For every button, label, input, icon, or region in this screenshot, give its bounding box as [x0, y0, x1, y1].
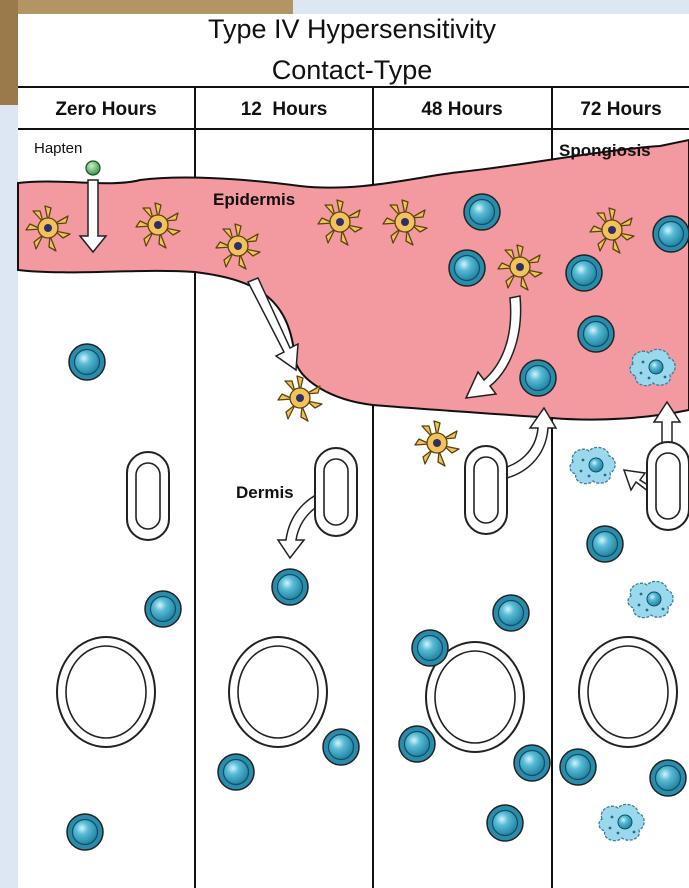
spongiosis-label: Spongiosis: [559, 141, 651, 160]
hapten-molecule-icon: [86, 161, 100, 175]
epidermis-label: Epidermis: [213, 190, 295, 209]
diagram-subtitle: Contact-Type: [272, 55, 433, 85]
dermis-label: Dermis: [236, 483, 294, 502]
diagram-title: Type IV Hypersensitivity: [208, 14, 497, 44]
column-header-zero-hours: Zero Hours: [55, 99, 156, 120]
column-header-12-hours: 12 Hours: [241, 99, 328, 120]
hapten-label: Hapten: [34, 140, 82, 157]
column-header-48-hours: 48 Hours: [421, 99, 502, 120]
column-header-72-hours: 72 Hours: [580, 99, 661, 120]
